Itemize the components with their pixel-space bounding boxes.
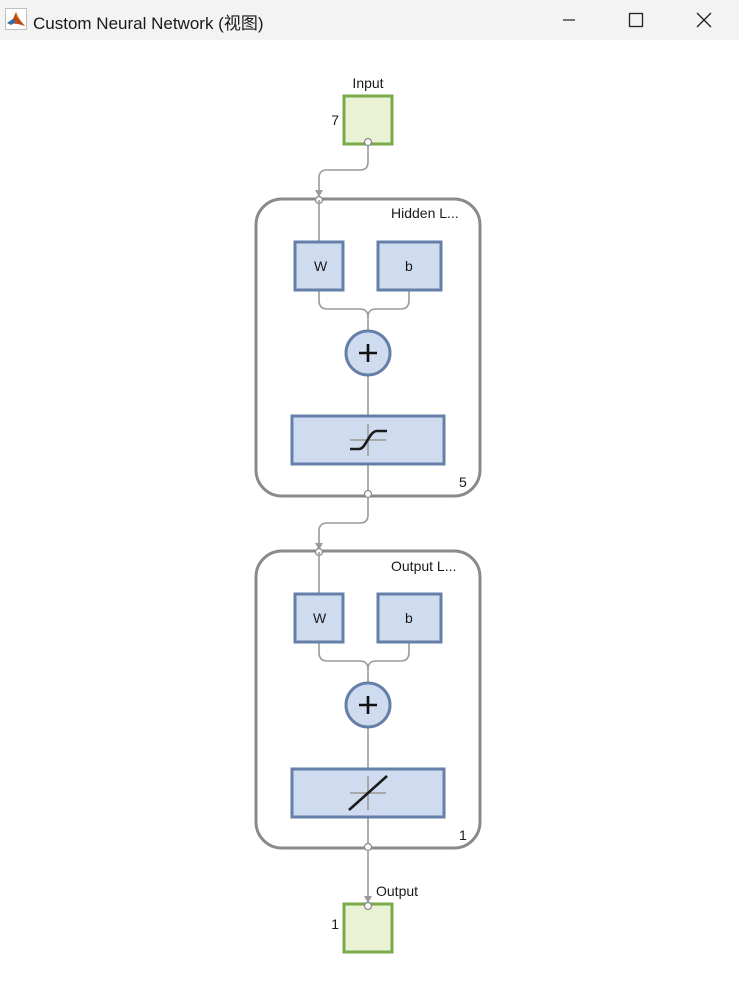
minimize-icon bbox=[563, 19, 575, 21]
output-label: Output bbox=[376, 883, 419, 899]
input-label: Input bbox=[352, 75, 384, 91]
hidden-bias-block[interactable] bbox=[376, 240, 443, 292]
wire bbox=[318, 497, 369, 551]
network-diagram: Input 7 Hidden L... W b 5 Output L... W … bbox=[0, 40, 739, 996]
arrow-icon bbox=[364, 896, 372, 903]
matlab-app-icon bbox=[5, 8, 27, 30]
linear-transfer-icon bbox=[348, 775, 388, 811]
output-weight-block[interactable] bbox=[293, 592, 345, 644]
hidden-layer-label: Hidden L... bbox=[391, 205, 459, 221]
output-bias-block[interactable] bbox=[376, 592, 443, 644]
wire bbox=[367, 642, 410, 670]
close-icon bbox=[696, 12, 712, 28]
maximize-icon bbox=[628, 12, 644, 28]
wire bbox=[318, 642, 369, 683]
hidden-layer-size-label: 5 bbox=[459, 474, 467, 490]
title-bar: Custom Neural Network (视图) bbox=[0, 0, 739, 40]
plus-icon bbox=[359, 344, 377, 362]
window-title: Custom Neural Network (视图) bbox=[33, 14, 264, 33]
minimize-button[interactable] bbox=[534, 0, 604, 40]
output-block[interactable] bbox=[342, 902, 394, 954]
output-layer-size-label: 1 bbox=[459, 827, 467, 843]
wire bbox=[318, 290, 369, 331]
arrow-icon bbox=[315, 543, 323, 550]
input-size-label: 7 bbox=[331, 112, 339, 128]
port-circle bbox=[363, 137, 373, 147]
hidden-weight-block[interactable] bbox=[293, 240, 345, 292]
port-circle bbox=[363, 901, 373, 911]
hidden-bias-label: b bbox=[405, 258, 413, 274]
arrow-icon bbox=[315, 190, 323, 197]
plus-icon bbox=[359, 696, 377, 714]
output-layer-label: Output L... bbox=[391, 558, 457, 574]
maximize-button[interactable] bbox=[601, 0, 671, 40]
wire bbox=[367, 290, 410, 318]
port-circle bbox=[363, 489, 373, 499]
wire bbox=[318, 143, 369, 199]
input-block[interactable] bbox=[342, 94, 394, 146]
port-circle bbox=[363, 842, 373, 852]
sigmoid-transfer-icon bbox=[350, 424, 387, 456]
hidden-weight-label: W bbox=[314, 258, 328, 274]
output-size-label: 1 bbox=[331, 916, 339, 932]
close-button[interactable] bbox=[669, 0, 739, 40]
output-weight-label: W bbox=[313, 610, 327, 626]
output-bias-label: b bbox=[405, 610, 413, 626]
